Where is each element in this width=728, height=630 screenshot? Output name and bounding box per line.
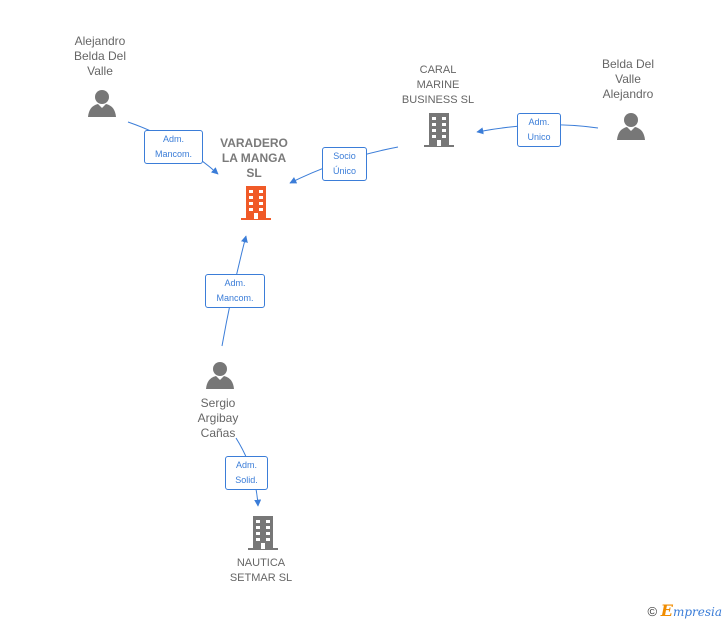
person-icon[interactable] [617, 113, 645, 140]
building-icon[interactable] [241, 186, 271, 220]
node-label-sergio[interactable]: Sergio Argibay Cañas [197, 396, 239, 440]
edge-label-belda-caral[interactable]: Adm. Unico [517, 113, 561, 147]
node-label-varadero[interactable]: VARADERO LA MANGA SL [220, 136, 288, 180]
person-icon[interactable] [206, 362, 234, 389]
node-label-belda-alejandro[interactable]: Belda Del Valle Alejandro [601, 57, 655, 101]
node-label-nautica[interactable]: NAUTICA SETMAR SL [229, 557, 293, 584]
edge-label-caral-varadero[interactable]: Socio Único [322, 147, 367, 181]
edge-label-sergio-nautica[interactable]: Adm. Solid. [225, 456, 268, 490]
person-icon[interactable] [88, 90, 116, 117]
node-label-caral[interactable]: CARAL MARINE BUSINESS SL [401, 64, 475, 106]
building-icon[interactable] [424, 113, 454, 147]
brand-name: mpresia [672, 605, 722, 619]
copyright-symbol: © [647, 604, 658, 619]
brand-initial: E [660, 601, 673, 620]
edge-label-alejandro-varadero[interactable]: Adm. Mancom. [144, 130, 203, 164]
building-icon[interactable] [248, 516, 278, 550]
edge-label-sergio-varadero[interactable]: Adm. Mancom. [205, 274, 265, 308]
empresia-logo[interactable]: © Empresia [648, 601, 722, 620]
node-label-alejandro-belda[interactable]: Alejandro Belda Del Valle [73, 34, 127, 78]
